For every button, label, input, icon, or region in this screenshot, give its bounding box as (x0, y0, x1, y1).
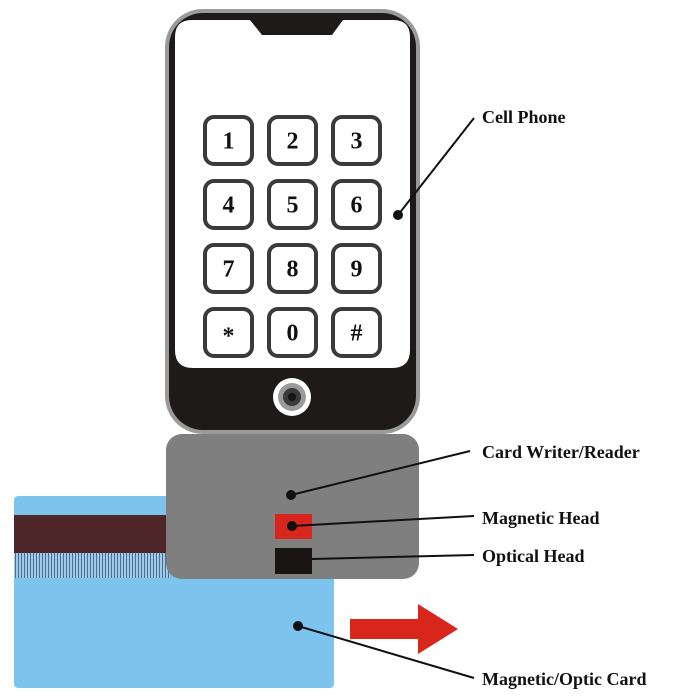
key-1[interactable]: 1 (203, 115, 254, 166)
key-label: 3 (351, 129, 363, 155)
key-hash[interactable]: # (331, 307, 382, 358)
leader-magnetic-optic-card (297, 625, 475, 679)
key-6[interactable]: 6 (331, 179, 382, 230)
key-frame (267, 243, 318, 294)
key-star[interactable]: * (203, 307, 254, 358)
key-frame (331, 115, 382, 166)
leader-magnetic-head (291, 515, 475, 527)
key-4[interactable]: 4 (203, 179, 254, 230)
home-button-icon[interactable] (273, 378, 311, 416)
key-frame (331, 179, 382, 230)
key-frame (203, 179, 254, 230)
label-cell-phone: Cell Phone (482, 107, 566, 127)
key-label: 4 (223, 193, 235, 219)
key-frame (267, 307, 318, 358)
magnetic-head-dot (287, 521, 297, 531)
leader-card-writer-reader (290, 450, 471, 496)
key-label: # (351, 321, 363, 347)
key-frame (203, 243, 254, 294)
key-label: 2 (287, 129, 299, 155)
card-writer-reader-dot (286, 490, 296, 500)
key-frame (203, 307, 254, 358)
label-card-writer-reader: Card Writer/Reader (482, 442, 640, 462)
key-frame (203, 115, 254, 166)
cell-phone: 1 2 3 4 5 6 7 8 9 * 0 # (165, 9, 420, 434)
arrow-right-icon (350, 604, 458, 654)
leader-cell-phone (397, 117, 475, 216)
keypad: 1 2 3 4 5 6 7 8 9 * 0 # (203, 115, 382, 358)
key-5[interactable]: 5 (267, 179, 318, 230)
magnetic-stripe (14, 515, 169, 553)
key-frame (267, 115, 318, 166)
key-7[interactable]: 7 (203, 243, 254, 294)
card-writer-reader (166, 434, 419, 579)
key-label: * (223, 324, 235, 350)
key-0[interactable]: 0 (267, 307, 318, 358)
key-frame (267, 179, 318, 230)
leader-optical-head (311, 554, 475, 560)
stripe-hatching (14, 553, 169, 578)
leader-lines (286, 117, 475, 679)
cell-phone-dot (393, 210, 403, 220)
magnetic-optic-card-dot (293, 621, 303, 631)
key-label: 7 (223, 257, 235, 283)
key-frame (331, 307, 382, 358)
label-magnetic-head: Magnetic Head (482, 508, 599, 528)
key-9[interactable]: 9 (331, 243, 382, 294)
reader-body (166, 434, 419, 579)
key-2[interactable]: 2 (267, 115, 318, 166)
key-8[interactable]: 8 (267, 243, 318, 294)
label-optical-head: Optical Head (482, 546, 585, 566)
optical-head (275, 548, 312, 574)
key-label: 5 (287, 193, 299, 219)
key-label: 6 (351, 193, 363, 219)
key-label: 9 (351, 257, 363, 283)
label-magnetic-optic-card: Magnetic/Optic Card (482, 669, 646, 689)
key-3[interactable]: 3 (331, 115, 382, 166)
key-label: 8 (287, 257, 299, 283)
key-frame (331, 243, 382, 294)
key-label: 0 (287, 321, 299, 347)
key-label: 1 (223, 129, 235, 155)
